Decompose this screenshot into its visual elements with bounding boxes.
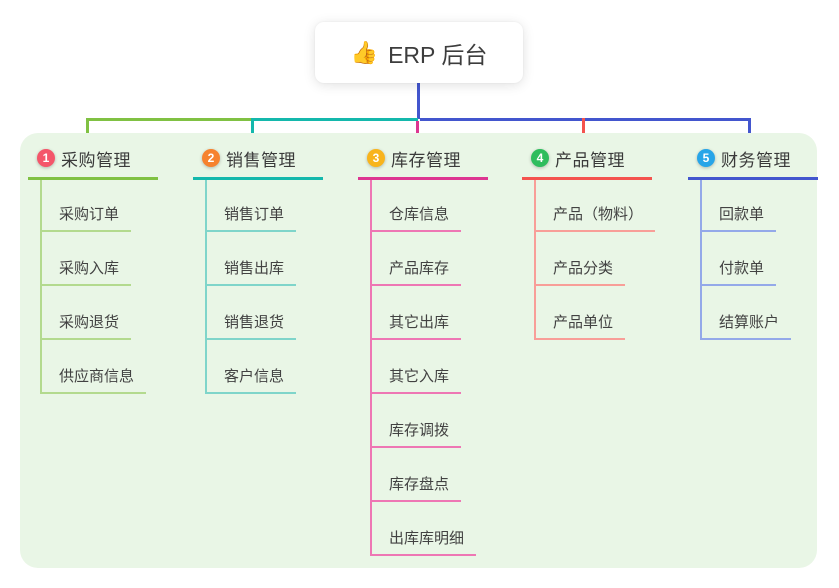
branch-children: 产品（物料）产品分类产品单位 bbox=[534, 180, 656, 340]
connector-drop-purchase bbox=[86, 118, 89, 146]
branch-finance: 5 财务管理 回款单付款单结算账户 bbox=[688, 146, 818, 340]
child-node[interactable]: 客户信息 bbox=[207, 340, 297, 394]
branch-children: 回款单付款单结算账户 bbox=[700, 180, 818, 340]
branch-children: 采购订单采购入库采购退货供应商信息 bbox=[40, 180, 158, 394]
branch-number-badge: 1 bbox=[37, 149, 55, 167]
branch-inventory: 3 库存管理 仓库信息产品库存其它出库其它入库库存调拨库存盘点出库库明细 bbox=[358, 146, 488, 556]
connector-root-stem bbox=[417, 82, 420, 119]
child-node[interactable]: 销售订单 bbox=[207, 180, 297, 232]
connector-drop-product bbox=[582, 118, 585, 146]
child-node[interactable]: 库存盘点 bbox=[372, 448, 462, 502]
connector-horizontal-purchase bbox=[86, 118, 252, 121]
child-node[interactable]: 回款单 bbox=[702, 180, 777, 232]
branch-label: 产品管理 bbox=[555, 150, 625, 170]
child-node[interactable]: 采购订单 bbox=[42, 180, 132, 232]
branch-number-badge: 2 bbox=[202, 149, 220, 167]
branch-children: 销售订单销售出库销售退货客户信息 bbox=[205, 180, 323, 394]
branch-label: 财务管理 bbox=[721, 150, 791, 170]
branch-title-sales[interactable]: 2 销售管理 bbox=[193, 146, 323, 180]
child-node[interactable]: 产品库存 bbox=[372, 232, 462, 286]
branch-purchase: 1 采购管理 采购订单采购入库采购退货供应商信息 bbox=[28, 146, 158, 394]
child-node[interactable]: 其它入库 bbox=[372, 340, 462, 394]
branch-title-purchase[interactable]: 1 采购管理 bbox=[28, 146, 158, 180]
thumbs-up-icon: 👍 bbox=[350, 39, 379, 65]
connector-drop-sales bbox=[251, 118, 254, 146]
branch-number-badge: 3 bbox=[367, 149, 385, 167]
connector-drop-finance bbox=[748, 118, 751, 146]
branch-number-badge: 4 bbox=[531, 149, 549, 167]
child-node[interactable]: 出库库明细 bbox=[372, 502, 477, 556]
child-node[interactable]: 产品（物料） bbox=[536, 180, 656, 232]
child-node[interactable]: 供应商信息 bbox=[42, 340, 147, 394]
root-node[interactable]: 👍 ERP 后台 bbox=[315, 22, 523, 83]
branch-label: 库存管理 bbox=[391, 150, 461, 170]
branch-number-badge: 5 bbox=[697, 149, 715, 167]
branch-sales: 2 销售管理 销售订单销售出库销售退货客户信息 bbox=[193, 146, 323, 394]
root-title: ERP 后台 bbox=[388, 41, 488, 68]
child-node[interactable]: 销售出库 bbox=[207, 232, 297, 286]
branch-title-inventory[interactable]: 3 库存管理 bbox=[358, 146, 488, 180]
child-node[interactable]: 产品分类 bbox=[536, 232, 626, 286]
child-node[interactable]: 产品单位 bbox=[536, 286, 626, 340]
branches-panel bbox=[20, 133, 817, 568]
branch-label: 销售管理 bbox=[226, 150, 296, 170]
branch-label: 采购管理 bbox=[61, 150, 131, 170]
connector-horizontal-finance bbox=[420, 118, 751, 121]
child-node[interactable]: 销售退货 bbox=[207, 286, 297, 340]
child-node[interactable]: 付款单 bbox=[702, 232, 777, 286]
child-node[interactable]: 采购入库 bbox=[42, 232, 132, 286]
connector-horizontal-sales bbox=[252, 118, 418, 121]
branch-product: 4 产品管理 产品（物料）产品分类产品单位 bbox=[522, 146, 656, 340]
child-node[interactable]: 仓库信息 bbox=[372, 180, 462, 232]
branch-title-finance[interactable]: 5 财务管理 bbox=[688, 146, 818, 180]
branch-children: 仓库信息产品库存其它出库其它入库库存调拨库存盘点出库库明细 bbox=[370, 180, 488, 556]
branch-title-product[interactable]: 4 产品管理 bbox=[522, 146, 652, 180]
child-node[interactable]: 采购退货 bbox=[42, 286, 132, 340]
child-node[interactable]: 其它出库 bbox=[372, 286, 462, 340]
child-node[interactable]: 结算账户 bbox=[702, 286, 792, 340]
child-node[interactable]: 库存调拨 bbox=[372, 394, 462, 448]
